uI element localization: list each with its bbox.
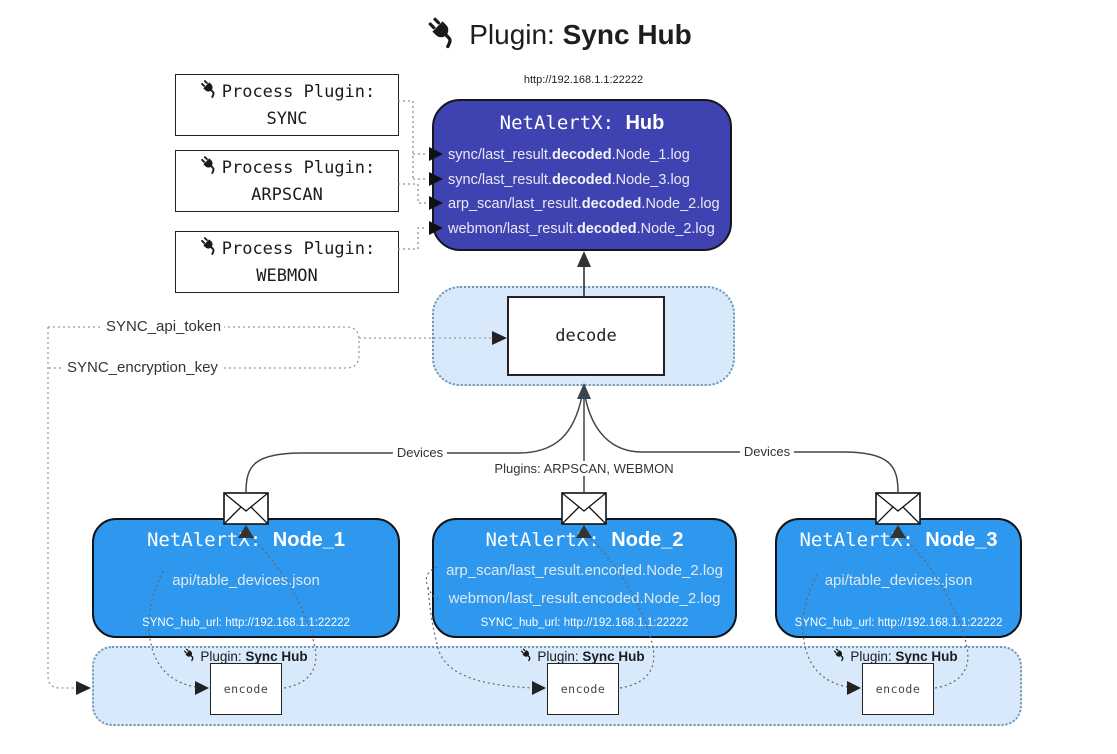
plug-icon — [182, 647, 197, 665]
devices-edge-label-left: Devices — [392, 445, 448, 460]
encode-box: encode — [210, 663, 282, 715]
sync-encryption-key-label: SYNC_encryption_key — [64, 359, 221, 376]
title-text: Plugin: Sync Hub — [469, 18, 692, 50]
node-title: NetAlertX: Node_3 — [799, 529, 998, 551]
node-file: api/table_devices.json — [824, 572, 973, 589]
plugin-to-hub-connectors — [398, 100, 427, 250]
hub-url-label: http://192.168.1.1:22222 — [523, 74, 644, 86]
envelope-icon — [875, 492, 921, 525]
process-plugin-label: Process Plugin: — [221, 158, 376, 178]
plug-icon — [199, 235, 220, 264]
process-plugin-name: WEBMON — [256, 266, 318, 286]
node-box-node3: NetAlertX: Node_3 api/table_devices.json… — [775, 518, 1022, 638]
plug-icon — [199, 154, 220, 183]
plug-icon — [519, 647, 534, 665]
plugins-edge-label: Plugins: ARPSCAN, WEBMON — [490, 461, 678, 476]
process-plugin-label: Process Plugin: — [221, 82, 376, 102]
hub-file-row: webmon/last_result.decoded.Node_2.log — [448, 220, 715, 237]
hub-file-row: sync/last_result.decoded.Node_3.log — [448, 171, 690, 188]
envelope-icon — [561, 492, 607, 525]
process-plugin-box-sync: Process Plugin: SYNC — [175, 74, 399, 136]
node-box-node1: NetAlertX: Node_1 api/table_devices.json… — [92, 518, 400, 638]
devices-edge-label-right: Devices — [739, 444, 795, 459]
node-file: webmon/last_result.encoded.Node_2.log — [448, 590, 721, 607]
node-hub-url: SYNC_hub_url: http://192.168.1.1:22222 — [142, 617, 350, 629]
node-file: api/table_devices.json — [172, 572, 320, 589]
plug-icon — [832, 647, 847, 665]
hub-title: NetAlertX: Hub — [499, 112, 665, 134]
plug-icon — [425, 14, 461, 55]
hub-box: NetAlertX: Hub sync/last_result.decoded.… — [432, 99, 732, 251]
hub-file-row: arp_scan/last_result.decoded.Node_2.log — [448, 196, 720, 213]
node-to-decode-tree — [245, 394, 899, 493]
plug-icon — [199, 78, 220, 107]
hub-file-row: sync/last_result.decoded.Node_1.log — [448, 147, 690, 163]
node-hub-url: SYNC_hub_url: http://192.168.1.1:22222 — [480, 617, 689, 629]
encode-box: encode — [862, 663, 934, 715]
process-plugin-box-webmon: Process Plugin: WEBMON — [175, 231, 399, 293]
node-title: NetAlertX: Node_2 — [485, 529, 684, 551]
process-plugin-name: SYNC — [266, 109, 308, 129]
node-box-node2: NetAlertX: Node_2 arp_scan/last_result.e… — [432, 518, 737, 638]
decode-box: decode — [507, 296, 665, 376]
hub-arrowhead — [577, 251, 591, 267]
node-title: NetAlertX: Node_1 — [146, 529, 346, 551]
node-hub-url: SYNC_hub_url: http://192.168.1.1:22222 — [794, 617, 1003, 629]
envelope-icon — [223, 492, 269, 525]
node-file: arp_scan/last_result.encoded.Node_2.log — [446, 562, 723, 579]
process-plugin-label: Process Plugin: — [221, 239, 376, 259]
process-plugin-name: ARPSCAN — [251, 185, 323, 205]
encode-box: encode — [547, 663, 619, 715]
band-feed-arrowhead — [76, 681, 91, 695]
process-plugin-box-arpscan: Process Plugin: ARPSCAN — [175, 150, 399, 212]
page-title: Plugin: Sync Hub — [0, 14, 1117, 55]
sync-api-token-label: SYNC_api_token — [103, 318, 225, 335]
